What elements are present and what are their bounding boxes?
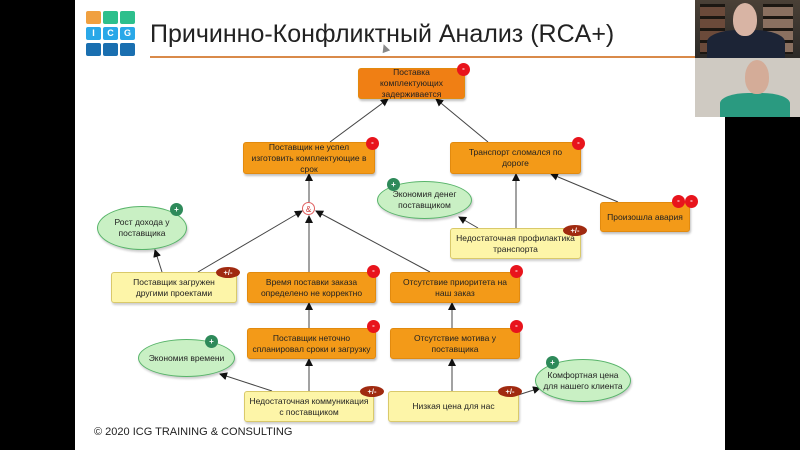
- node-no-motive[interactable]: Отсутствие мотива у поставщика: [390, 328, 520, 359]
- logo-cell: [120, 43, 135, 56]
- plus-badge-icon: +: [205, 335, 218, 348]
- edge-lowprice-to-comfortable: [517, 386, 541, 396]
- node-label: Поставщик загружен другими проектами: [133, 276, 215, 298]
- node-transport-broke[interactable]: Транспорт сломался по дороге: [450, 142, 581, 174]
- node-label: Произошла авария: [607, 211, 683, 222]
- plus-minus-badge-icon: +/-: [498, 386, 522, 397]
- edge-busy-to-and-gate: [197, 210, 303, 273]
- node-supplier-busy[interactable]: Поставщик загружен другими проектами: [111, 272, 237, 303]
- participant-face: [745, 60, 769, 94]
- participant-face: [733, 3, 757, 36]
- node-no-priority[interactable]: Отсутствие приоритета на наш заказ: [390, 272, 520, 303]
- node-lead-time-wrong[interactable]: Время поставки заказа определено не корр…: [247, 272, 376, 303]
- minus-badge-icon: -: [367, 265, 380, 278]
- node-label: Транспорт сломался по дороге: [468, 147, 563, 168]
- logo-letter-c: C: [103, 27, 118, 40]
- edge-busy-to-income: [153, 249, 163, 273]
- edge-communication-to-time-saving: [219, 372, 273, 392]
- logo-cell: [103, 43, 118, 56]
- edge-priority-to-and-gate: [315, 210, 431, 273]
- minus-badge-icon: -: [366, 137, 379, 150]
- edge-accident-to-transport: [550, 173, 619, 203]
- node-label: Поставка комплектующих задерживается: [379, 67, 444, 99]
- edge-transport-to-supply-delayed: [435, 98, 489, 143]
- node-poor-maintenance[interactable]: Недостаточная профилактика транспорта: [450, 228, 581, 259]
- and-gate[interactable]: &: [302, 202, 315, 215]
- minus-badge-icon: -: [572, 137, 585, 150]
- plus-badge-icon: +: [387, 178, 400, 191]
- edge-maintenance-to-savings: [458, 216, 479, 229]
- logo-cell: [86, 11, 101, 24]
- video-tile-participant-2[interactable]: [695, 58, 800, 117]
- minus-badge-icon: -: [510, 320, 523, 333]
- node-bad-planning[interactable]: Поставщик неточно спланировал сроки и за…: [247, 328, 376, 359]
- node-label: Недостаточная коммуникация с поставщиком: [249, 395, 369, 417]
- logo-letter-i: I: [86, 27, 101, 40]
- icg-logo: I C G: [86, 11, 136, 61]
- node-label: Время поставки заказа определено не корр…: [260, 276, 363, 298]
- node-time-saving[interactable]: Экономия времени: [138, 339, 235, 377]
- plus-minus-badge-icon: +/-: [360, 386, 384, 397]
- node-poor-communication[interactable]: Недостаточная коммуникация с поставщиком: [244, 391, 374, 422]
- minus-badge-icon: -: [367, 320, 380, 333]
- plus-badge-icon: +: [546, 356, 559, 369]
- node-label: Поставщик не успел изготовить комплектую…: [251, 141, 367, 174]
- minus-badge-icon: -: [457, 63, 470, 76]
- node-low-price[interactable]: Низкая цена для нас: [388, 391, 519, 422]
- node-label: Отсутствие мотива у поставщика: [414, 332, 496, 354]
- slide-title: Причинно-Конфликтный Анализ (RCA+): [150, 20, 615, 48]
- plus-badge-icon: +: [170, 203, 183, 216]
- participant-torso: [720, 93, 790, 117]
- logo-cell: [120, 11, 135, 24]
- video-tile-participant-1[interactable]: [695, 0, 800, 58]
- minus-badge-icon: -: [672, 195, 685, 208]
- node-label: Поставщик неточно спланировал сроки и за…: [252, 332, 371, 354]
- minus-badge-icon: -: [685, 195, 698, 208]
- node-label: Комфортная цена для нашего клиента: [543, 369, 623, 391]
- node-label: Отсутствие приоритета на наш заказ: [402, 276, 508, 298]
- node-label: Рост дохода у поставщика: [114, 217, 170, 238]
- logo-cell: [103, 11, 118, 24]
- node-supplier-late[interactable]: Поставщик не успел изготовить комплектую…: [243, 142, 375, 174]
- logo-cell: [86, 43, 101, 56]
- node-supply-delayed[interactable]: Поставка комплектующих задерживается: [358, 67, 465, 99]
- edge-supplier-late-to-supply-delayed: [329, 98, 389, 143]
- plus-minus-badge-icon: +/-: [216, 267, 240, 278]
- plus-minus-badge-icon: +/-: [563, 225, 587, 236]
- node-supplier-income[interactable]: Рост дохода у поставщика: [97, 206, 187, 250]
- node-accident[interactable]: Произошла авария: [600, 202, 690, 232]
- node-comfortable-price[interactable]: Комфортная цена для нашего клиента: [535, 359, 631, 402]
- node-label: Недостаточная профилактика транспорта: [456, 232, 575, 254]
- copyright-footer: © 2020 ICG TRAINING & CONSULTING: [94, 426, 293, 438]
- minus-badge-icon: -: [510, 265, 523, 278]
- node-label: Экономия денег поставщиком: [392, 189, 457, 210]
- node-label: Низкая цена для нас: [412, 401, 495, 411]
- title-divider: [150, 56, 720, 58]
- node-label: Экономия времени: [148, 352, 225, 363]
- logo-letter-g: G: [120, 27, 135, 40]
